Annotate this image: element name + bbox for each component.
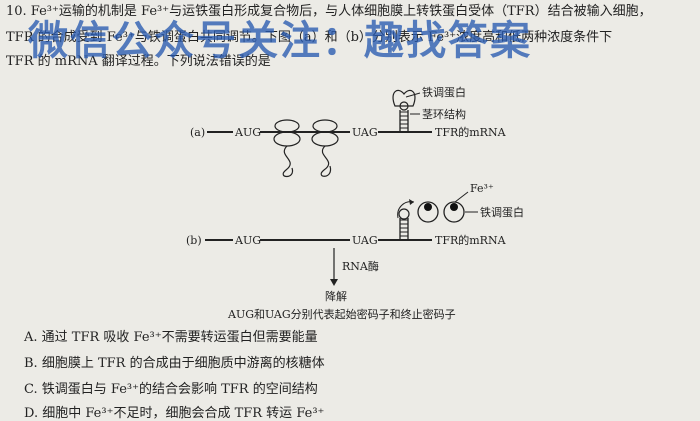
question-line-1: 10. Fe³⁺运输的机制是 Fe³⁺与运铁蛋白形成复合物后，与人体细胞膜上转铁… <box>6 4 652 19</box>
option-b: B. 细胞膜上 TFR 的合成由于细胞质中游离的核糖体 <box>24 352 325 371</box>
degradation-label: 降解 <box>325 289 347 303</box>
diagram-a-stop-codon: UAG <box>352 126 378 139</box>
diagram-caption: AUG和UAG分别代表起始密码子和终止密码子 <box>228 308 456 321</box>
pointer-a-protein <box>405 92 421 98</box>
stem-loop-a <box>399 110 409 132</box>
peptide-chain-1 <box>282 145 294 178</box>
option-c-letter: C. <box>24 382 38 397</box>
diagram-a-protein-label: 铁调蛋白 <box>422 85 466 99</box>
question-line-3: TFR 的 mRNA 翻译过程。下列说法错误的是 <box>6 54 271 69</box>
diagram-a-start-codon: AUG <box>234 126 261 139</box>
diagram-b-mrna-label: TFR的mRNA <box>435 233 507 247</box>
option-d: D. 细胞中 Fe³⁺不足时，细胞会合成 TFR 转运 Fe³⁺ <box>24 402 324 421</box>
iron-regulatory-protein-a <box>392 89 416 111</box>
question-line-2: TFR 的合成受到 Fe³⁺与铁调蛋白共同调节。下图（a）和（b）分别表示 Fe… <box>6 30 613 45</box>
option-d-letter: D. <box>24 406 39 421</box>
option-a-letter: A. <box>24 330 38 345</box>
iron-regulatory-protein-b-1 <box>417 201 439 223</box>
diagram-a-mrna-label: TFR的mRNA <box>435 125 507 139</box>
stem-loop-b <box>398 208 410 240</box>
diagram-b-fe-label: Fe³⁺ <box>470 182 494 195</box>
option-b-text: 细胞膜上 TFR 的合成由于细胞质中游离的核糖体 <box>41 356 325 371</box>
pointer-fe <box>454 191 469 203</box>
rnase-arrowhead <box>330 279 338 286</box>
watermark-text: 微信公众号关注：趣找答案 <box>28 18 532 64</box>
option-c-text: 铁调蛋白与 Fe³⁺的结合会影响 TFR 的空间结构 <box>41 382 318 397</box>
diagram-a-label: (a) <box>190 126 205 139</box>
iron-regulatory-protein-b-2 <box>443 201 465 223</box>
option-c: C. 铁调蛋白与 Fe³⁺的结合会影响 TFR 的空间结构 <box>24 378 318 397</box>
diagram-a-stem-label: 茎环结构 <box>422 107 466 121</box>
diagram-b-label: (b) <box>186 234 202 247</box>
option-d-text: 细胞中 Fe³⁺不足时，细胞会合成 TFR 转运 Fe³⁺ <box>42 406 325 421</box>
option-a-text: 通过 TFR 吸收 Fe³⁺不需要转运蛋白但需要能量 <box>41 330 318 345</box>
rnase-label: RNA酶 <box>342 260 379 273</box>
diagram-b-start-codon: AUG <box>234 234 261 247</box>
diagram-b-protein-label: 铁调蛋白 <box>480 205 524 219</box>
release-arrowhead <box>409 199 414 205</box>
peptide-chain-2 <box>320 145 332 177</box>
diagram-b-stop-codon: UAG <box>352 234 378 247</box>
option-b-letter: B. <box>24 356 38 371</box>
option-a: A. 通过 TFR 吸收 Fe³⁺不需要转运蛋白但需要能量 <box>24 326 318 345</box>
